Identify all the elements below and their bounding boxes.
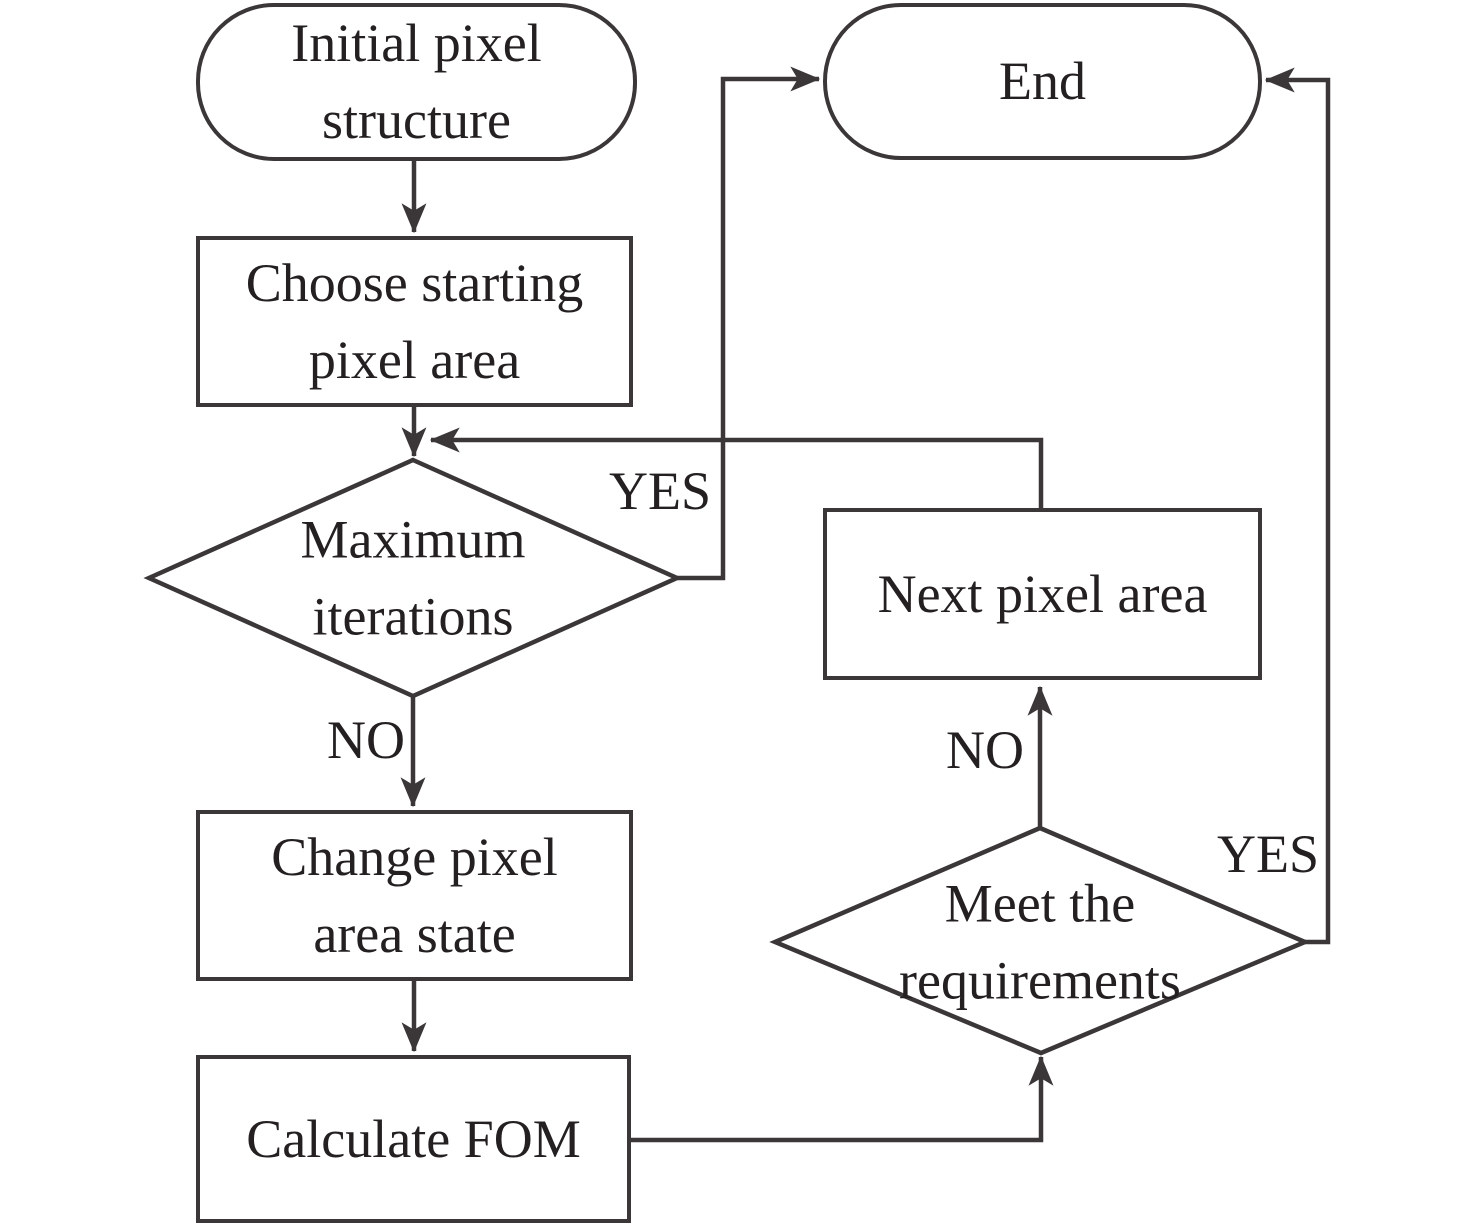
decision-meet-the-requirements xyxy=(769,825,1311,1056)
node-choose-starting-pixel-area: Choose starting pixel area xyxy=(196,236,633,407)
node-calculate-fom-line1: Calculate FOM xyxy=(246,1108,581,1169)
node-initial-pixel-structure: Initial pixel structure xyxy=(196,3,637,161)
decision-maximum-iterations-line1: Maximum xyxy=(300,509,526,570)
decision-meet-the-requirements-label: Meet the requirements xyxy=(899,865,1181,1018)
edge-next-pixel-feedback-to-max-iterations xyxy=(429,427,1044,508)
label-meet-req-no: NO xyxy=(946,720,1024,780)
label-meet-req-yes: YES xyxy=(1216,824,1320,884)
node-calculate-fom: Calculate FOM xyxy=(196,1055,631,1223)
node-initial-pixel-structure-line1: Initial pixel xyxy=(291,13,542,74)
decision-maximum-iterations-line2: iterations xyxy=(312,586,514,646)
edge-meet-req-yes-to-end xyxy=(1264,67,1331,945)
node-change-state-line1: Change pixel xyxy=(271,826,558,887)
node-end-line1: End xyxy=(999,51,1086,112)
edge-calculate-fom-to-meet-req xyxy=(631,1055,1054,1143)
node-end: End xyxy=(823,3,1262,160)
node-choose-line1: Choose starting xyxy=(245,252,584,313)
decision-maximum-iterations-label: Maximum iterations xyxy=(301,501,526,654)
decision-meet-req-line2: requirements xyxy=(899,950,1181,1010)
node-next-pixel-area: Next pixel area xyxy=(823,508,1262,680)
node-change-pixel-area-state: Change pixel area state xyxy=(196,810,633,981)
label-max-iterations-yes: YES xyxy=(608,461,712,521)
node-choose-line2: pixel area xyxy=(308,329,521,390)
node-change-state-line2: area state xyxy=(313,903,516,964)
edge-max-iterations-yes-to-end xyxy=(677,66,821,581)
decision-meet-req-line1: Meet the xyxy=(944,873,1136,934)
node-next-pixel-line1: Next pixel area xyxy=(877,563,1208,624)
node-initial-pixel-structure-line2: structure xyxy=(322,90,511,150)
label-max-iterations-no: NO xyxy=(327,710,405,770)
